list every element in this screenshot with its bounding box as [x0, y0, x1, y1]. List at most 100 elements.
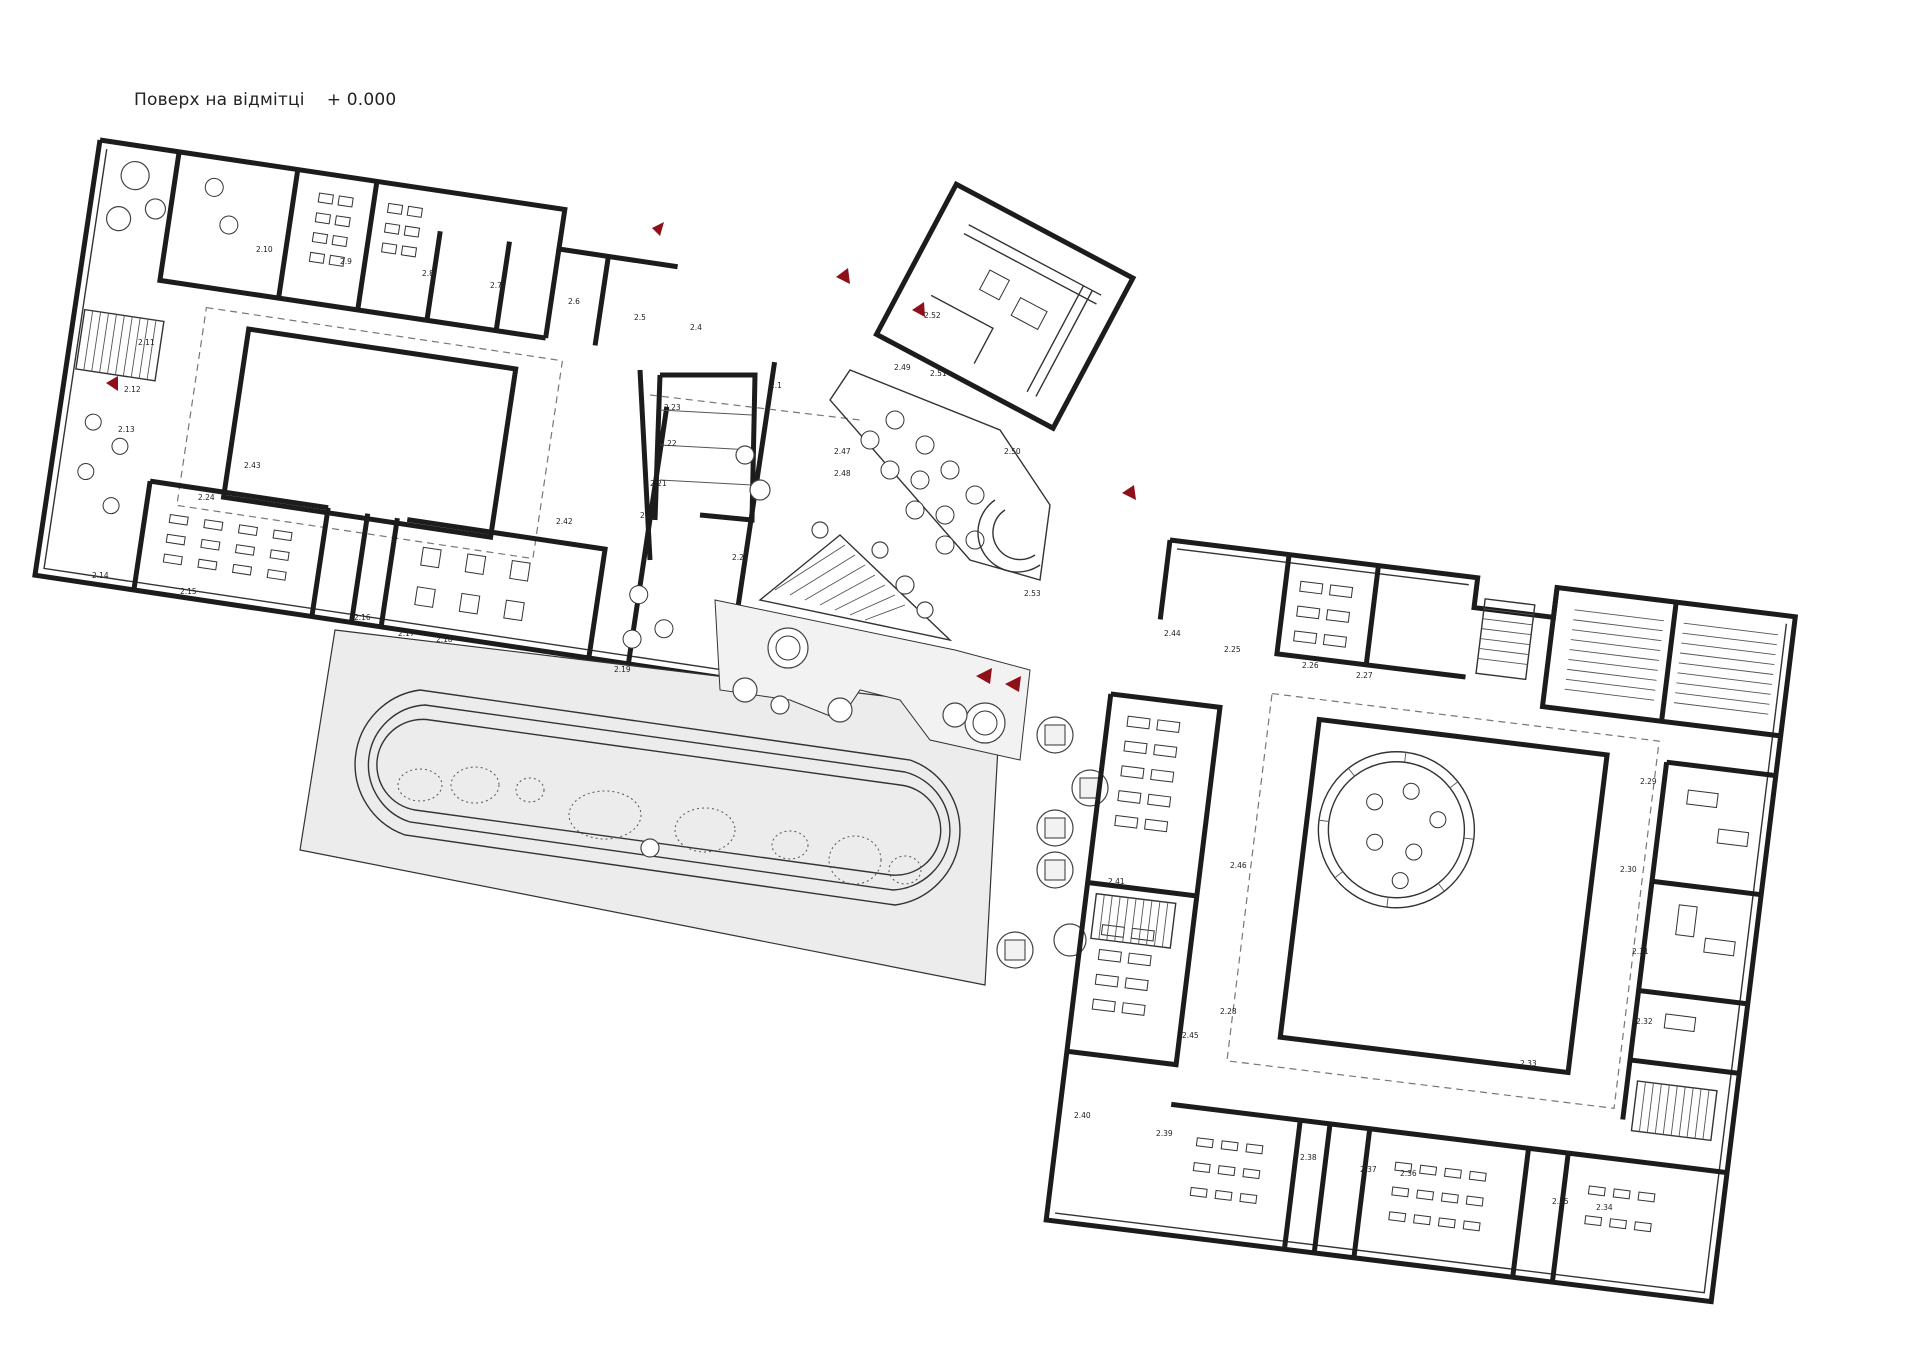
room-label: 2.38	[1300, 1153, 1317, 1162]
room-label: 2.4	[690, 323, 702, 332]
atrium-tables	[1366, 782, 1447, 890]
room-label: 2.10	[256, 245, 273, 254]
room-label: 2.24	[198, 493, 215, 502]
central-stair	[758, 534, 953, 642]
room-label: 2.43	[244, 461, 261, 470]
north-stair-treads	[1477, 608, 1534, 665]
room-label: 2.21	[650, 479, 667, 488]
dining-hall-outline	[829, 369, 1051, 581]
room-label: 2.8	[422, 269, 434, 278]
room-label: 2.11	[138, 338, 155, 347]
bottom-classroom-desks	[162, 513, 531, 622]
room-label: 2.19	[614, 665, 631, 674]
south-classroom-walls	[1170, 1101, 1728, 1283]
room-label: 2.22	[660, 439, 677, 448]
room-label: 2.16	[354, 613, 371, 622]
room-label: 2.14	[92, 571, 109, 580]
west-classroom-desks	[1091, 715, 1181, 1016]
room-label: 2.45	[1182, 1031, 1199, 1040]
cafeteria-block	[873, 180, 1137, 432]
field-landscape-islands	[397, 766, 922, 885]
right-wing-inner-outline	[1055, 548, 1788, 1294]
south-classroom-desks	[1189, 1137, 1656, 1233]
plaza-trees	[996, 716, 1109, 969]
room-label: 2.51	[930, 369, 947, 378]
running-track-outer	[354, 689, 961, 906]
inner-courtyard-wall	[220, 326, 519, 540]
central-link-block	[637, 369, 953, 642]
left-stair-treads	[83, 310, 157, 380]
room-label: 2.46	[1230, 861, 1247, 870]
top-lecture-walls	[1274, 554, 1781, 739]
entrance-marker-icon	[1122, 485, 1136, 500]
room-label: 2.50	[1004, 447, 1021, 456]
room-label: 2.34	[1596, 1203, 1613, 1212]
west-stair-treads	[1098, 894, 1169, 948]
room-label: 2.40	[1074, 1111, 1091, 1120]
atrium-circle-outer	[1317, 751, 1476, 909]
room-label: 2.9	[340, 257, 352, 266]
room-label: 2.1	[770, 381, 782, 390]
entrance-marker-icon	[652, 222, 664, 236]
room-label: 2.12	[124, 385, 141, 394]
round-tables-top-left	[105, 160, 239, 235]
room-label: 2.33	[1520, 1059, 1537, 1068]
room-label: 2.49	[894, 363, 911, 372]
entrance-marker-icon	[976, 668, 992, 684]
courtyard-wall	[1277, 716, 1610, 1076]
east-stair-treads	[1638, 1081, 1710, 1140]
top-room-walls	[157, 151, 611, 346]
room-label: 2.28	[1220, 1007, 1237, 1016]
entrance-marker-icon	[912, 302, 925, 317]
central-stair-treads	[774, 544, 906, 621]
room-label: 2.48	[834, 469, 851, 478]
kitchen-outline	[873, 180, 1137, 432]
room-label: 2.39	[1156, 1129, 1173, 1138]
entrance-marker-icon	[836, 268, 850, 284]
room-label: 2.29	[1640, 777, 1657, 786]
room-label: 2.2	[732, 553, 744, 562]
room-label: 2.31	[1632, 947, 1649, 956]
room-labels: 2.1 2.2 2.4 2.5 2.6 2.7 2.8 2.9 2.10 2.1…	[92, 245, 1657, 1212]
plan-title-label: Поверх на відмітці	[134, 90, 305, 110]
entrance-markers	[106, 222, 1136, 692]
room-label: 2.15	[180, 587, 197, 596]
room-label: 2.37	[1360, 1165, 1377, 1174]
running-track-lane-3	[376, 718, 942, 876]
room-label: 2.20	[640, 511, 657, 520]
sports-field	[299, 599, 1109, 986]
kitchen-equipment	[978, 269, 1011, 301]
round-tables-left-lounge	[77, 413, 674, 649]
right-wing	[1043, 537, 1799, 1305]
running-track-lane-2	[367, 704, 951, 891]
plan-title: Поверх на відмітці+ 0.000	[134, 90, 396, 110]
inner-courtyard-outline	[176, 306, 564, 560]
dining-hall	[829, 369, 1051, 581]
dining-tables	[860, 410, 985, 555]
link-block-partitions	[659, 409, 753, 486]
lecture-seating	[1293, 580, 1779, 715]
east-office-walls	[1620, 759, 1777, 1120]
left-wing-inner-outline	[43, 148, 721, 671]
west-classroom-walls	[1066, 691, 1223, 1068]
east-office-furniture	[1663, 789, 1750, 1033]
room-label: 2.25	[1224, 645, 1241, 654]
courtyard-dashed	[1226, 692, 1660, 1110]
room-label: 2.17	[398, 629, 415, 638]
kitchen-counters	[930, 224, 1102, 397]
entrance-marker-icon	[1005, 676, 1021, 692]
room-label: 2.35	[1552, 1197, 1569, 1206]
room-label: 2.18	[436, 635, 453, 644]
room-label: 2.6	[568, 297, 580, 306]
room-label: 2.41	[1108, 877, 1125, 886]
room-label: 2.26	[1302, 661, 1319, 670]
room-label: 2.7	[490, 281, 502, 290]
central-trees	[735, 445, 934, 619]
atrium-spiral-ramp	[1318, 752, 1474, 908]
room-label: 2.53	[1024, 589, 1041, 598]
entrance-marker-icon	[106, 376, 118, 391]
room-label: 2.47	[834, 447, 851, 456]
spiral-stair	[977, 499, 1041, 573]
bottom-room-walls	[131, 406, 670, 665]
